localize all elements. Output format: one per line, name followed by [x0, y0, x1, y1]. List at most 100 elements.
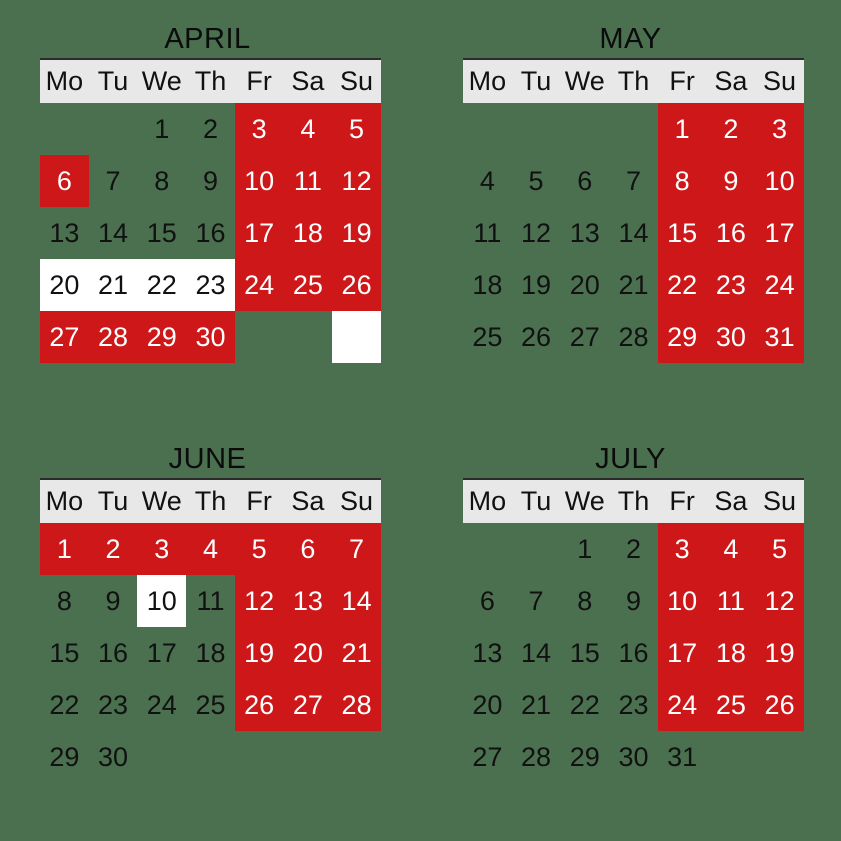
day-cell[interactable]: 28 [521, 742, 552, 772]
day-cell[interactable]: 6 [40, 155, 89, 207]
day-cell[interactable]: 28 [332, 679, 381, 731]
day-cell[interactable]: 3 [137, 523, 187, 575]
day-cell[interactable]: 13 [472, 638, 503, 668]
day-cell[interactable]: 9 [625, 586, 641, 616]
day-cell[interactable]: 6 [577, 166, 593, 196]
day-cell[interactable]: 5 [755, 523, 804, 575]
day-cell[interactable]: 15 [49, 638, 80, 668]
day-cell[interactable]: 18 [706, 627, 756, 679]
day-cell[interactable]: 24 [234, 259, 284, 311]
day-cell[interactable]: 9 [105, 586, 121, 616]
day-cell[interactable]: 11 [283, 155, 333, 207]
day-cell[interactable]: 4 [283, 103, 333, 155]
day-cell[interactable]: 10 [234, 155, 284, 207]
day-cell[interactable]: 4 [186, 523, 235, 575]
day-cell[interactable]: 3 [234, 103, 284, 155]
day-cell[interactable]: 21 [332, 627, 381, 679]
day-cell[interactable]: 5 [332, 103, 381, 155]
day-cell[interactable]: 25 [195, 690, 226, 720]
day-cell[interactable]: 20 [40, 259, 89, 311]
day-cell[interactable]: 19 [521, 270, 552, 300]
day-cell[interactable]: 24 [146, 690, 177, 720]
day-cell[interactable]: 30 [706, 311, 756, 363]
day-cell[interactable]: 29 [137, 311, 187, 363]
day-cell[interactable]: 8 [154, 166, 170, 196]
day-cell[interactable]: 27 [283, 679, 333, 731]
day-cell[interactable]: 19 [755, 627, 804, 679]
day-cell[interactable]: 18 [283, 207, 333, 259]
day-cell[interactable]: 31 [755, 311, 804, 363]
day-cell[interactable]: 20 [569, 270, 600, 300]
day-cell[interactable]: 10 [755, 155, 804, 207]
day-cell[interactable]: 3 [755, 103, 804, 155]
day-cell[interactable]: 16 [98, 638, 129, 668]
day-cell[interactable]: 29 [49, 742, 80, 772]
day-cell[interactable]: 21 [618, 270, 649, 300]
day-cell[interactable]: 2 [202, 114, 218, 144]
day-cell[interactable]: 11 [473, 218, 502, 248]
day-cell[interactable]: 11 [706, 575, 756, 627]
day-cell[interactable]: 11 [196, 586, 225, 616]
day-cell[interactable]: 23 [706, 259, 756, 311]
day-cell[interactable]: 26 [521, 322, 552, 352]
day-cell[interactable]: 8 [56, 586, 72, 616]
day-cell[interactable]: 28 [618, 322, 649, 352]
day-cell[interactable]: 9 [202, 166, 218, 196]
day-cell[interactable]: 27 [40, 311, 89, 363]
day-cell[interactable]: 4 [479, 166, 495, 196]
day-cell[interactable]: 25 [472, 322, 503, 352]
day-cell[interactable]: 15 [569, 638, 600, 668]
day-cell[interactable]: 16 [706, 207, 756, 259]
day-cell[interactable]: 17 [234, 207, 284, 259]
day-cell[interactable]: 3 [657, 523, 707, 575]
day-cell[interactable]: 23 [186, 259, 235, 311]
day-cell[interactable]: 25 [706, 679, 756, 731]
day-cell[interactable]: 31 [667, 742, 698, 772]
day-cell[interactable]: 5 [234, 523, 284, 575]
day-cell[interactable]: 23 [618, 690, 649, 720]
day-cell[interactable]: 15 [146, 218, 177, 248]
day-cell[interactable]: 13 [569, 218, 600, 248]
day-cell[interactable]: 12 [234, 575, 284, 627]
day-cell[interactable]: 19 [234, 627, 284, 679]
day-cell[interactable]: 17 [146, 638, 177, 668]
day-cell[interactable]: 1 [40, 523, 89, 575]
day-cell[interactable]: 13 [49, 218, 80, 248]
day-cell[interactable]: 13 [283, 575, 333, 627]
day-cell[interactable]: 8 [657, 155, 707, 207]
day-cell[interactable]: 26 [234, 679, 284, 731]
day-cell[interactable]: 2 [706, 103, 756, 155]
day-cell[interactable]: 2 [625, 534, 641, 564]
day-cell[interactable]: 16 [195, 218, 226, 248]
day-cell[interactable]: 20 [472, 690, 503, 720]
day-cell[interactable]: 26 [332, 259, 381, 311]
day-cell[interactable]: 1 [577, 534, 593, 564]
day-cell[interactable]: 1 [154, 114, 170, 144]
day-cell[interactable]: 22 [569, 690, 600, 720]
day-cell[interactable]: 5 [528, 166, 544, 196]
day-cell[interactable]: 20 [283, 627, 333, 679]
day-cell[interactable]: 17 [657, 627, 707, 679]
day-cell[interactable]: 14 [521, 638, 552, 668]
day-cell[interactable]: 21 [521, 690, 552, 720]
day-cell[interactable]: 4 [706, 523, 756, 575]
day-cell[interactable]: 10 [657, 575, 707, 627]
day-cell[interactable]: 7 [528, 586, 544, 616]
day-cell[interactable]: 21 [88, 259, 138, 311]
day-cell[interactable]: 2 [88, 523, 138, 575]
day-cell[interactable]: 22 [137, 259, 187, 311]
day-cell[interactable]: 27 [569, 322, 600, 352]
day-cell[interactable]: 30 [186, 311, 235, 363]
day-cell[interactable]: 10 [137, 575, 187, 627]
day-cell[interactable]: 9 [706, 155, 756, 207]
day-cell[interactable]: 16 [618, 638, 649, 668]
day-cell[interactable]: 1 [657, 103, 707, 155]
day-cell[interactable]: 24 [657, 679, 707, 731]
day-cell[interactable]: 26 [755, 679, 804, 731]
day-cell[interactable]: 14 [618, 218, 649, 248]
day-cell[interactable]: 24 [755, 259, 804, 311]
day-cell[interactable]: 30 [98, 742, 129, 772]
day-cell[interactable]: 18 [195, 638, 226, 668]
day-cell[interactable]: 28 [88, 311, 138, 363]
day-cell[interactable]: 19 [332, 207, 381, 259]
